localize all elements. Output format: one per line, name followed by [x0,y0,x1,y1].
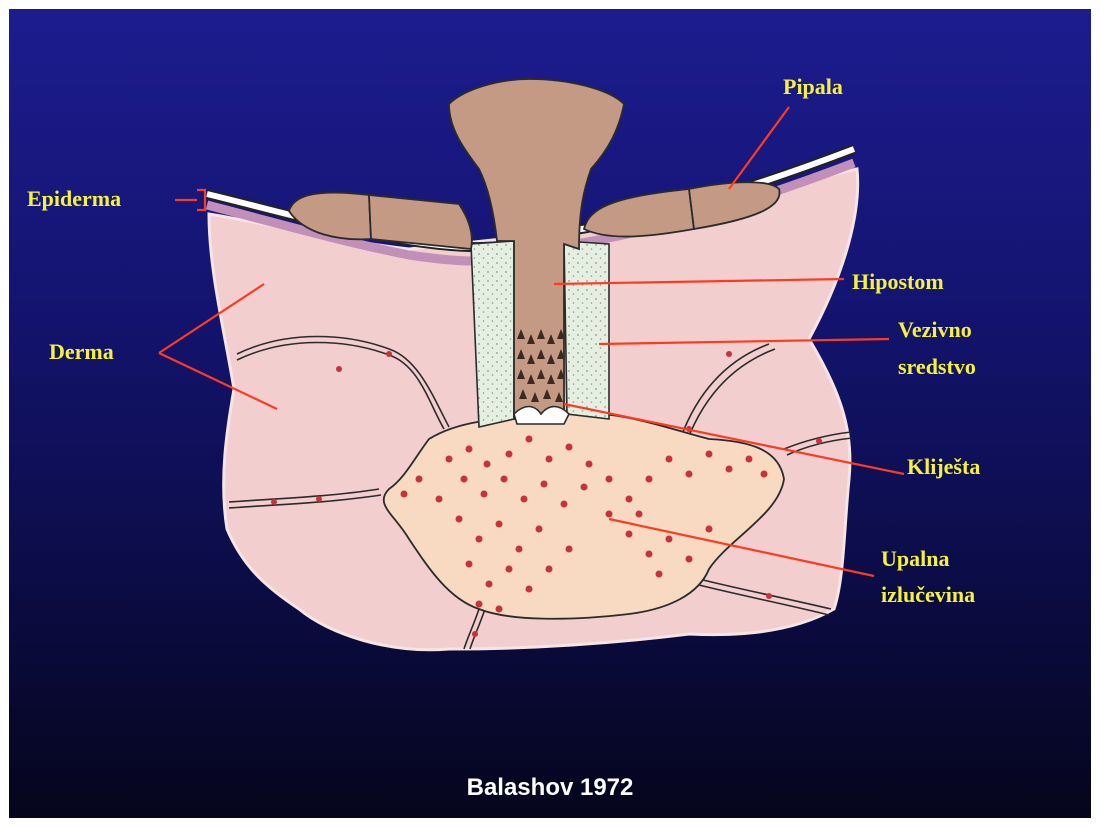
label-hipostom: Hipostom [852,268,944,295]
tick-bite-diagram [9,9,1091,818]
label-pipala: Pipala [783,73,843,100]
label-upalna-line2: izlučevina [881,581,975,608]
label-vezivno-line1: Vezivno [898,316,972,343]
label-derma: Derma [49,338,114,365]
label-klijesta: Kliješta [907,453,980,480]
label-epiderma: Epiderma [27,185,121,212]
cement-cone [471,241,514,427]
label-upalna-line1: Upalna [881,545,949,572]
source-caption: Balashov 1972 [9,774,1091,802]
slide-background: Epiderma Derma Pipala Hipostom Vezivno s… [9,9,1091,818]
label-vezivno-line2: sredstvo [898,353,976,380]
